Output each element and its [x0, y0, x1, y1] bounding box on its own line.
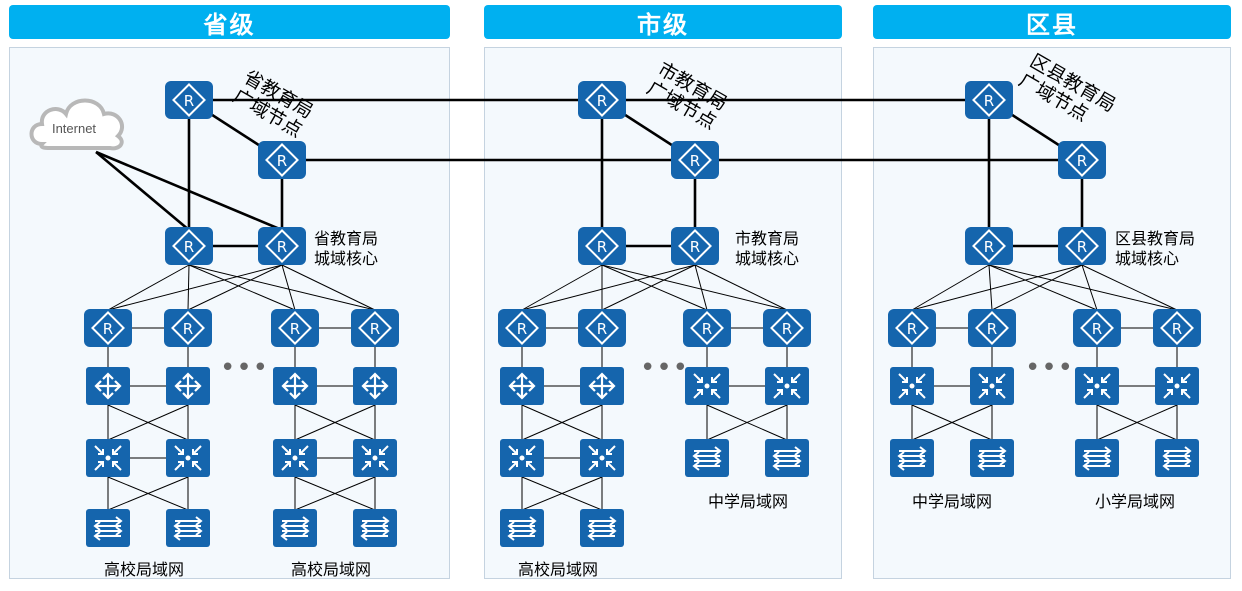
router-icon[interactable]	[270, 308, 320, 348]
core-switch-icon[interactable]	[684, 366, 730, 406]
core-switch-icon[interactable]	[1074, 366, 1120, 406]
wan-links	[95, 98, 1084, 248]
province-core-label-line2: 城域核心	[314, 249, 379, 268]
l2-switch-icon[interactable]	[1154, 438, 1200, 478]
city-lan-a-label: 高校局域网	[518, 560, 599, 579]
province-group-a	[83, 308, 213, 548]
province-core-label: 省教育局 城域核心	[314, 229, 378, 269]
city-core-label-line2: 城域核心	[735, 249, 800, 268]
l2-switch-icon[interactable]	[764, 438, 810, 478]
l2-switch-icon[interactable]	[1074, 438, 1120, 478]
router-icon[interactable]	[497, 308, 547, 348]
l3-switch-icon[interactable]	[271, 365, 319, 407]
router-icon[interactable]	[350, 308, 400, 348]
province-lan-a-label: 高校局域网	[104, 560, 185, 579]
core-switch-icon[interactable]	[579, 438, 625, 478]
core-switch-icon[interactable]	[272, 438, 318, 478]
router-icon[interactable]	[83, 308, 133, 348]
core-switch-icon[interactable]	[1154, 366, 1200, 406]
county-group-b	[1072, 308, 1202, 478]
core-switch-icon[interactable]	[165, 438, 211, 478]
router-icon[interactable]	[887, 308, 937, 348]
header-city: 市级	[484, 5, 842, 39]
city-wan-router-1[interactable]	[577, 80, 627, 120]
header-county: 区县	[873, 5, 1231, 39]
province-core-router-1[interactable]	[164, 226, 214, 266]
province-core-label-line1: 省教育局	[314, 229, 379, 248]
l2-switch-icon[interactable]	[684, 438, 730, 478]
county-core-router-2[interactable]	[1057, 226, 1107, 266]
lan-links	[107, 264, 1178, 511]
l3-switch-icon[interactable]	[164, 365, 212, 407]
core-switch-icon[interactable]	[764, 366, 810, 406]
router-icon[interactable]	[967, 308, 1017, 348]
county-core-label-line1: 区县教育局	[1115, 229, 1196, 248]
province-core-router-2[interactable]	[257, 226, 307, 266]
province-group-b	[270, 308, 400, 548]
county-core-label: 区县教育局 城域核心	[1115, 229, 1195, 269]
city-group-b	[682, 308, 812, 478]
city-wan-router-2[interactable]	[670, 140, 720, 180]
router-icon[interactable]	[1072, 308, 1122, 348]
county-wan-router-2[interactable]	[1057, 140, 1107, 180]
province-wan-router-1[interactable]	[164, 80, 214, 120]
l2-switch-icon[interactable]	[272, 508, 318, 548]
city-core-router-1[interactable]	[577, 226, 627, 266]
l2-switch-icon[interactable]	[889, 438, 935, 478]
cloud-icon: Internet	[29, 98, 124, 151]
ellipsis-county: •••	[1025, 353, 1075, 383]
router-icon[interactable]	[682, 308, 732, 348]
core-switch-icon[interactable]	[352, 438, 398, 478]
l3-switch-icon[interactable]	[84, 365, 132, 407]
province-wan-router-2[interactable]	[257, 140, 307, 180]
l3-switch-icon[interactable]	[578, 365, 626, 407]
l2-switch-icon[interactable]	[352, 508, 398, 548]
core-switch-icon[interactable]	[969, 366, 1015, 406]
city-lan-b-label: 中学局域网	[708, 492, 789, 511]
l2-switch-icon[interactable]	[969, 438, 1015, 478]
city-core-router-2[interactable]	[670, 226, 720, 266]
ellipsis-city: •••	[640, 353, 690, 383]
core-switch-icon[interactable]	[499, 438, 545, 478]
header-province: 省级	[9, 5, 450, 39]
county-wan-router-1[interactable]	[964, 80, 1014, 120]
internet-label: Internet	[52, 121, 96, 136]
router-icon[interactable]	[1152, 308, 1202, 348]
l2-switch-icon[interactable]	[499, 508, 545, 548]
router-icon[interactable]	[762, 308, 812, 348]
core-switch-icon[interactable]	[889, 366, 935, 406]
county-core-router-1[interactable]	[964, 226, 1014, 266]
city-core-label: 市教育局 城域核心	[735, 229, 799, 269]
province-lan-b-label: 高校局域网	[291, 560, 372, 579]
city-group-a	[497, 308, 627, 548]
l3-switch-icon[interactable]	[351, 365, 399, 407]
county-group-a	[887, 308, 1017, 478]
ellipsis-province: •••	[220, 353, 270, 383]
router-icon[interactable]	[577, 308, 627, 348]
county-lan-b-label: 小学局域网	[1095, 492, 1176, 511]
l2-switch-icon[interactable]	[579, 508, 625, 548]
city-core-label-line1: 市教育局	[735, 229, 800, 248]
l2-switch-icon[interactable]	[165, 508, 211, 548]
l2-switch-icon[interactable]	[85, 508, 131, 548]
l3-switch-icon[interactable]	[498, 365, 546, 407]
core-switch-icon[interactable]	[85, 438, 131, 478]
county-lan-a-label: 中学局域网	[912, 492, 993, 511]
router-icon[interactable]	[163, 308, 213, 348]
county-core-label-line2: 城域核心	[1115, 249, 1180, 268]
